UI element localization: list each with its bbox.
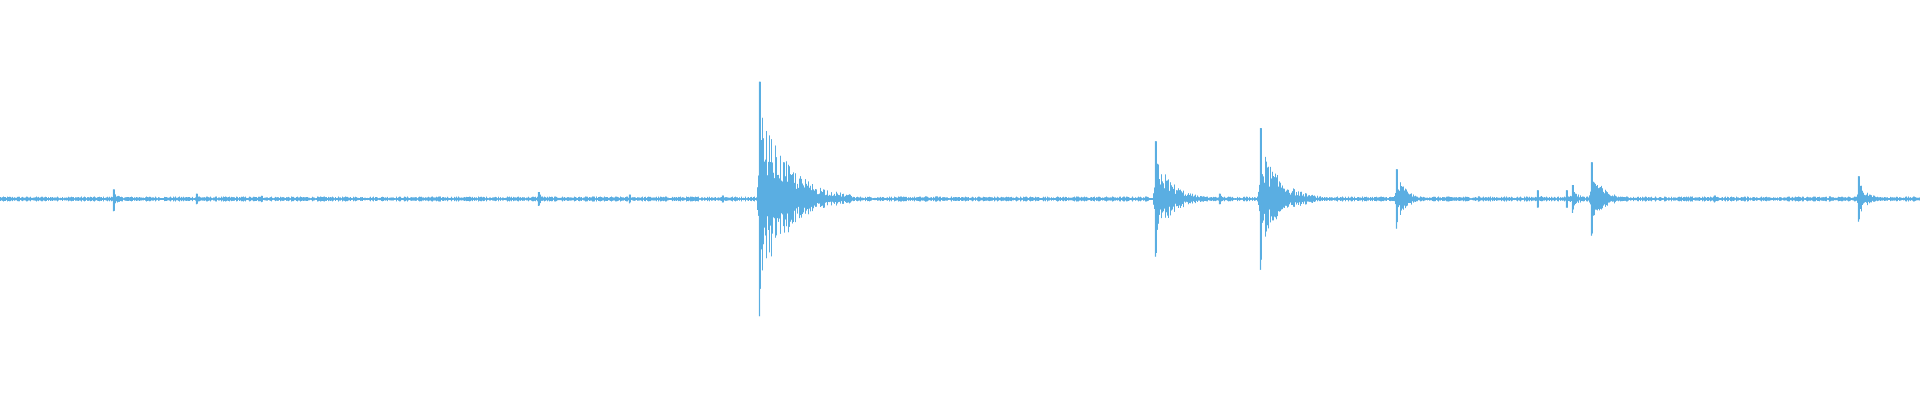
waveform-peaks (0, 81, 1920, 317)
waveform-trace (0, 81, 1920, 289)
